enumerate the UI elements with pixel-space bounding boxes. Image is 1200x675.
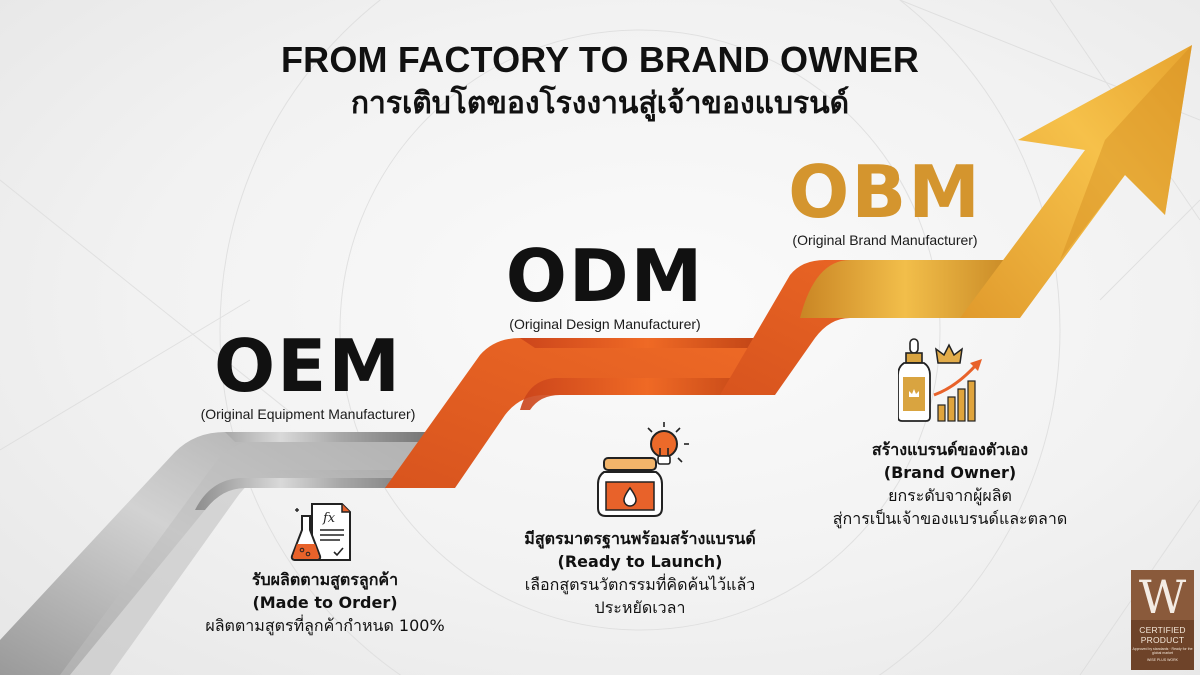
stage-oem-description: รับผลิตตามสูตรลูกค้า (Made to Order) ผลิ… xyxy=(160,568,490,637)
svg-text:fx: fx xyxy=(322,511,336,526)
badge-line-2: PRODUCT xyxy=(1140,635,1185,645)
stage-full-name: (Original Brand Manufacturer) xyxy=(792,232,978,248)
stage-detail: เลือกสูตรนวัตกรรมที่คิดค้นไว้แล้ว xyxy=(524,575,756,594)
stage-heading-en: (Made to Order) xyxy=(252,593,398,612)
badge-line-1: CERTIFIED xyxy=(1139,625,1186,635)
stage-heading-en: (Ready to Launch) xyxy=(557,552,723,571)
stage-detail: ประหยัดเวลา xyxy=(594,598,686,617)
stage-detail: ยกระดับจากผู้ผลิต xyxy=(888,486,1012,505)
badge-brand-text: WISE PLUS WORK xyxy=(1147,658,1178,662)
badge-small-text: Approved by standards · Ready for the gl… xyxy=(1132,647,1193,655)
stage-heading-th: รับผลิตตามสูตรลูกค้า xyxy=(251,570,399,589)
certified-product-badge: W CERTIFIED PRODUCT Approved by standard… xyxy=(1131,570,1194,670)
page-subtitle: การเติบโตของโรงงานสู่เจ้าของแบรนด์ xyxy=(350,86,850,121)
stage-detail: ผลิตตามสูตรที่ลูกค้ากำหนด 100% xyxy=(205,616,445,635)
jar-lightbulb-icon xyxy=(597,422,689,517)
stage-detail: สู่การเป็นเจ้าของแบรนด์และตลาด xyxy=(832,509,1068,528)
stage-heading-en: (Brand Owner) xyxy=(883,463,1017,482)
serum-bottle-crown-growth-chart-icon xyxy=(898,338,982,422)
stage-full-name: (Original Equipment Manufacturer) xyxy=(200,406,416,422)
stage-abbr: OBM xyxy=(788,150,982,234)
stage-full-name: (Original Design Manufacturer) xyxy=(509,316,701,332)
badge-caption: CERTIFIED PRODUCT Approved by standards … xyxy=(1131,620,1194,670)
stage-abbr: OEM xyxy=(213,324,403,408)
page-title: FROM FACTORY TO BRAND OWNER xyxy=(280,39,920,80)
stage-odm-label: ODM (Original Design Manufacturer) xyxy=(480,240,730,332)
flask-formula-document-icon: fx xyxy=(290,503,351,561)
stage-abbr: ODM xyxy=(505,234,705,318)
stage-heading-th: มีสูตรมาตรฐานพร้อมสร้างแบรนด์ xyxy=(524,529,756,548)
header: FROM FACTORY TO BRAND OWNER การเติบโตของ… xyxy=(0,40,1200,126)
badge-logo-letter: W xyxy=(1138,570,1187,624)
stage-oem-label: OEM (Original Equipment Manufacturer) xyxy=(178,330,438,422)
stage-obm-label: OBM (Original Brand Manufacturer) xyxy=(765,156,1005,248)
stage-heading-th: สร้างแบรนด์ของตัวเอง xyxy=(871,440,1029,459)
stage-obm-description: สร้างแบรนด์ของตัวเอง (Brand Owner) ยกระด… xyxy=(820,438,1080,530)
stage-odm-description: มีสูตรมาตรฐานพร้อมสร้างแบรนด์ (Ready to … xyxy=(470,527,810,619)
